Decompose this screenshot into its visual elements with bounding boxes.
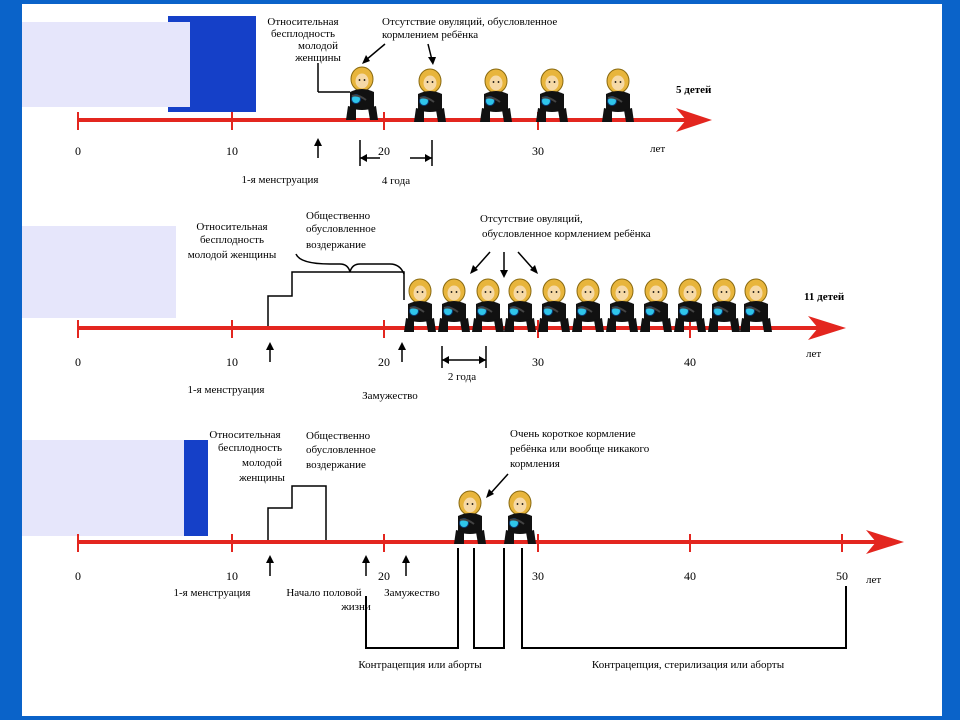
panel2: 0 10 20 30 40 лет Относительная бесплодн… [75, 210, 846, 402]
panel1-infertility-line3: молодой [298, 40, 338, 52]
panel3-fertility-step-line [267, 485, 327, 540]
panel2-axis-arrowhead [808, 316, 846, 340]
panel3-axis-arrowhead [866, 530, 904, 554]
panel2-child-4 [503, 278, 537, 333]
panel3-feeding-line2: ребёнка или вообще никакого [510, 443, 650, 455]
panel3-axis-unit: лет [866, 574, 881, 586]
panel3-tick-0: 0 [75, 569, 81, 583]
panel3-blue-block [184, 440, 208, 536]
panel1-child-3 [479, 68, 513, 123]
panel1-child-5 [601, 68, 635, 123]
panel1-infertility-line2: бесплодность [271, 28, 335, 40]
panel3-infertility-line2: бесплодность [218, 442, 282, 454]
panel3-infertility-line3: молодой [242, 457, 282, 469]
panel3-infertility-line4: женщины [238, 472, 285, 484]
panel3-contraception-short: Контрацепция или аборты [358, 659, 482, 671]
panel1-child-1 [345, 66, 379, 121]
panel3-menarche: 1-я менструация [174, 587, 251, 599]
panel2-menarche: 1-я менструация [188, 384, 265, 396]
panel3-sex-life-arrow [362, 555, 370, 563]
panel2-tick-10: 10 [226, 355, 238, 369]
panel2-abstinence-line1: Общественно [306, 210, 371, 222]
panel3-abstinence-line2: обусловленное [306, 444, 376, 456]
panel2-abstinence-brace [295, 253, 405, 275]
panel2-children-count: 11 детей [804, 291, 845, 303]
panel3-infertility-line1: Относительная [209, 429, 280, 441]
panel2-abstinence-line3: воздержание [306, 239, 366, 251]
panel3-feeding-line1: Очень короткое кормление [510, 428, 636, 440]
panel2-child-11 [739, 278, 773, 333]
panel2-lactation-line2: обусловленное кормлением ребёнка [482, 228, 651, 240]
panel1-axis-unit: лет [650, 143, 665, 155]
panel3-abstinence-line3: воздержание [306, 459, 366, 471]
panel2-child-8 [639, 278, 673, 333]
panel3-feeding-line3: кормления [510, 458, 560, 470]
panel1-interval: 4 года [382, 175, 410, 187]
left-frame-bar [0, 0, 22, 720]
panel3-contraception-long: Контрацепция, стерилизация или аборты [592, 659, 785, 671]
panel2-axis-unit: лет [806, 348, 821, 360]
panel3-menarche-arrow [266, 555, 274, 563]
panel3-marriage-arrow [402, 555, 410, 563]
panel3-child-1 [453, 490, 487, 545]
panel3-sex-life-line1: Начало половой [286, 587, 361, 599]
panel2-child-6 [571, 278, 605, 333]
panel2-child-5 [537, 278, 571, 333]
panel2-menarche-arrow [266, 342, 274, 350]
panel2-child-3 [471, 278, 505, 333]
panel3-abstinence-line1: Общественно [306, 430, 371, 442]
panel1-label-box [22, 22, 190, 107]
bottom-frame-line [22, 716, 942, 720]
panel1-axis-arrowhead [676, 108, 712, 132]
panel1-lactation-line1: Отсутствие овуляций, обусловленное [382, 16, 557, 28]
panel1-tick-10: 10 [226, 144, 238, 158]
panel1-infertility-line4: женщины [294, 52, 341, 64]
panel3-label-box [22, 440, 184, 536]
panel3-tick-50: 50 [836, 569, 848, 583]
panel3-tick-10: 10 [226, 569, 238, 583]
panel2-abstinence-line2: обусловленное [306, 223, 376, 235]
panel1-menarche-arrow [314, 138, 322, 146]
panel1-children-count: 5 детей [676, 84, 712, 96]
panel3-sex-life-line2: жизни [340, 601, 371, 613]
panel1-tick-0: 0 [75, 144, 81, 158]
top-frame-line [22, 0, 942, 4]
panel2-child-1 [403, 278, 437, 333]
panel2-infertility-line3: молодой женщины [188, 249, 277, 261]
panel3-tick-40: 40 [684, 569, 696, 583]
panel1-child-4 [535, 68, 569, 123]
panel2-child-7 [605, 278, 639, 333]
panel1-infertility-line1: Относительная [267, 16, 338, 28]
panel2-tick-0: 0 [75, 355, 81, 369]
panel1-tick-30: 30 [532, 144, 544, 158]
panel1: 0 10 20 30 лет Относительная бесплодност… [75, 16, 712, 187]
panel3-contraception-bracket-3 [521, 548, 847, 649]
panel2-label-box [22, 226, 176, 318]
panel2-tick-40: 40 [684, 355, 696, 369]
panel3-contraception-bracket-1 [365, 548, 459, 649]
panel3: 0 10 20 30 40 50 лет Относительная беспл… [75, 428, 904, 671]
panel2-interval: 2 года [448, 371, 476, 383]
panel3-tick-20: 20 [378, 569, 390, 583]
panel2-infertility-line2: бесплодность [200, 234, 264, 246]
right-frame-bar [942, 0, 960, 720]
panel2-lactation-line1: Отсутствие овуляций, [480, 213, 583, 225]
panel3-contraception-bracket-2 [473, 548, 505, 649]
panel3-child-2 [503, 490, 537, 545]
panel1-menarche: 1-я менструация [242, 174, 319, 186]
panel3-tick-30: 30 [532, 569, 544, 583]
panel2-marriage-arrow [398, 342, 406, 350]
panel1-child-2 [413, 68, 447, 123]
panel2-child-2 [437, 278, 471, 333]
panel1-tick-20: 20 [378, 144, 390, 158]
panel2-child-10 [707, 278, 741, 333]
panel1-lactation-line2: кормлением ребёнка [382, 29, 478, 41]
panel2-infertility-line1: Относительная [196, 221, 267, 233]
panel2-tick-30: 30 [532, 355, 544, 369]
panel3-marriage: Замужество [384, 587, 440, 599]
panel2-tick-20: 20 [378, 355, 390, 369]
panel2-marriage: Замужество [362, 390, 418, 402]
